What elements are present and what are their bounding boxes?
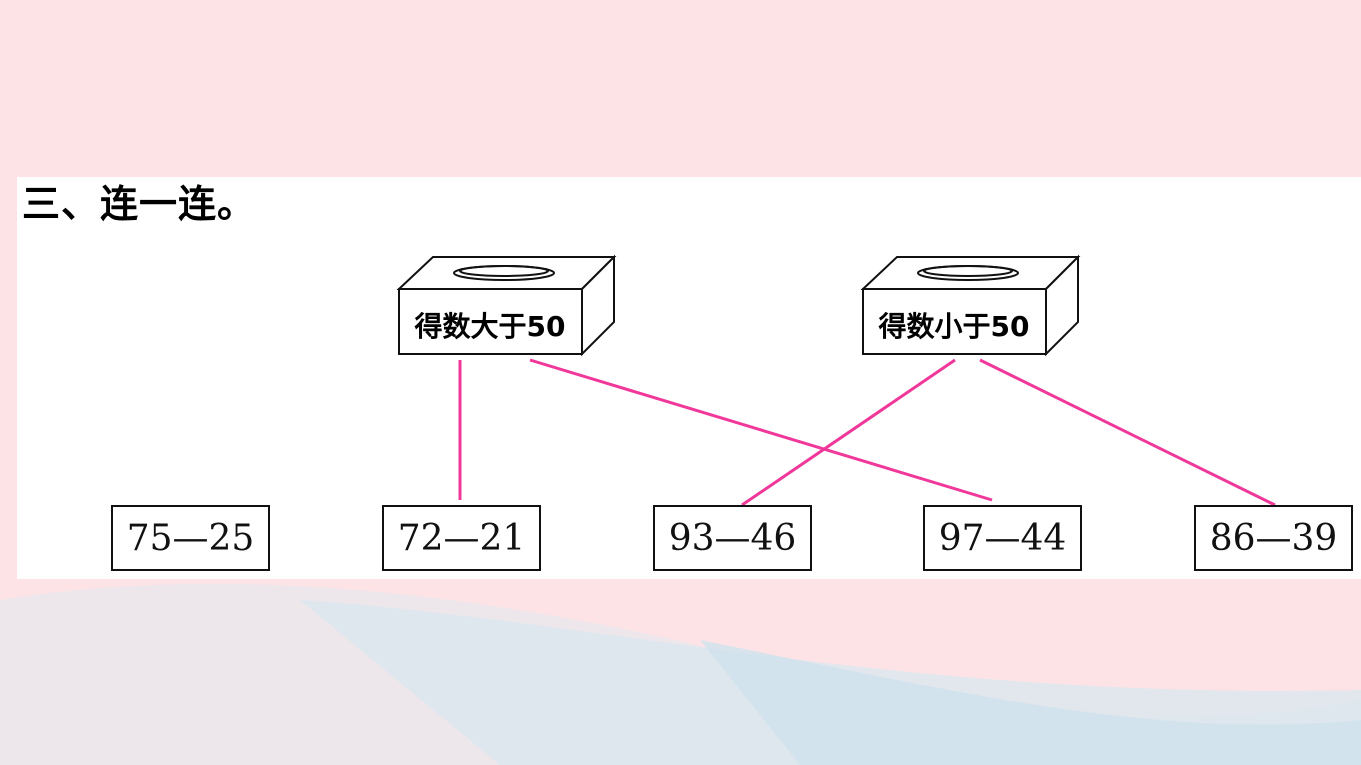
box-label-less: 得数小于50	[878, 310, 1030, 343]
connector-line	[741, 358, 956, 507]
expression-card[interactable]: 72—21	[382, 505, 541, 571]
question-title: 三、连一连。	[22, 182, 257, 226]
expression-card[interactable]: 86—39	[1194, 505, 1353, 571]
answer-lines	[458, 358, 1276, 507]
expression-card[interactable]: 75—25	[111, 505, 270, 571]
connector-line	[979, 358, 1276, 507]
box-greater-than-50: 得数大于50	[396, 254, 617, 357]
box-label-greater: 得数大于50	[414, 310, 566, 343]
box-less-than-50: 得数小于50	[860, 254, 1081, 357]
expression-card[interactable]: 97—44	[923, 505, 1082, 571]
expression-card[interactable]: 93—46	[653, 505, 812, 571]
connector-line	[529, 358, 993, 502]
